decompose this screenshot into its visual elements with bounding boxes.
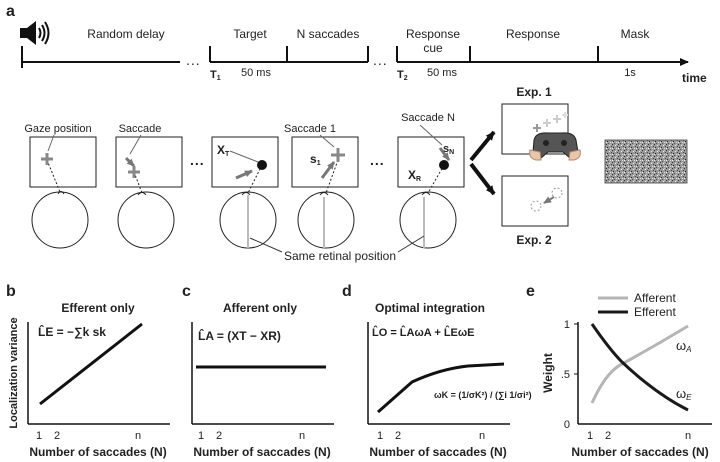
label-saccade: Saccade [119, 123, 162, 135]
label-omega-e: ωE [676, 386, 692, 402]
panel-e-letter: e [526, 283, 535, 300]
marker-t1: T1 [210, 69, 221, 82]
pointer-saccade-1 [319, 134, 335, 148]
panel-b-tick-n: n [135, 430, 141, 442]
panel-b-letter: b [6, 283, 16, 300]
phase-n-saccades: N saccades [297, 27, 360, 41]
panel-e-axes [574, 322, 712, 425]
scene-saccade-n [397, 136, 465, 249]
arrow-to-exp1 [469, 130, 496, 162]
mask-noise-image [604, 139, 688, 184]
label-exp2: Exp. 2 [516, 233, 552, 247]
pointer-saccade [129, 134, 142, 155]
panel-e-tick-2: 2 [605, 430, 611, 442]
scene-saccade [115, 136, 183, 249]
pointer-retinal-left [249, 237, 283, 253]
label-xt: XT [217, 143, 230, 158]
marker-t2: T2 [397, 69, 408, 82]
label-saccade-n: Saccade N [401, 112, 455, 124]
panel-e-xlabel: Number of saccades (N) [571, 445, 708, 459]
axis-time-label: time [682, 71, 707, 85]
gamepad-icon [529, 132, 581, 161]
legend-afferent-label: Afferent [634, 291, 676, 305]
pointer-retinal-right [397, 235, 425, 253]
panel-d-equation: L̂O = L̂AωA + L̂EωE [372, 326, 475, 339]
speaker-icon [20, 21, 50, 45]
phase-response-cue-line2: cue [423, 41, 443, 55]
pointer-gaze [47, 134, 55, 152]
duration-target: 50 ms [241, 67, 271, 79]
exp2-screen [501, 175, 569, 227]
phase-response: Response [506, 27, 560, 41]
panel-e-legend [598, 296, 628, 314]
panel-d-letter: d [342, 283, 352, 300]
panel-c-letter: c [182, 283, 191, 300]
panel-d-weight-equation: ωK = (1/σK²) / (∑i 1/σi²) [434, 390, 532, 400]
scene-target [211, 136, 279, 249]
phase-response-cue-line1: Response [406, 27, 460, 41]
scene-saccade-1 [291, 136, 359, 249]
scene-gaze [29, 136, 97, 249]
label-gaze-position: Gaze position [24, 123, 91, 135]
panel-b-axes [27, 322, 170, 425]
panel-e-ytick-1: 1 [564, 319, 570, 331]
label-sn: sN [443, 143, 454, 156]
phase-target: Target [233, 27, 267, 41]
panel-c-axes [191, 322, 334, 425]
label-saccade-1: Saccade 1 [284, 123, 336, 135]
arrow-to-exp2 [469, 162, 496, 196]
panel-a-letter: a [6, 3, 15, 20]
panel-e-ytick-0: 0 [564, 419, 570, 431]
label-exp1: Exp. 1 [516, 85, 552, 99]
panel-b-equation: L̂E = −∑k sk [38, 324, 106, 339]
panel-c-tick-2: 2 [216, 430, 222, 442]
panel-b-title: Efferent only [61, 301, 135, 315]
duration-cue: 50 ms [427, 67, 457, 79]
panel-c-xlabel: Number of saccades (N) [193, 445, 330, 459]
scene-ellipsis-2: ... [370, 152, 385, 168]
panel-e-tick-1: 1 [587, 430, 593, 442]
pointer-xt [229, 150, 259, 163]
legend-efferent-label: Efferent [634, 305, 676, 319]
phase-random-delay: Random delay [87, 27, 164, 41]
pointer-saccade-n [419, 124, 443, 146]
timeline-ellipsis-2: ... [373, 52, 388, 68]
panel-d-integration-curve [377, 362, 505, 414]
label-same-retinal-position: Same retinal position [284, 249, 396, 263]
timeline [21, 46, 689, 68]
panel-e-tick-n: n [685, 430, 691, 442]
panel-b-efferent-line [39, 322, 143, 406]
timeline-ellipsis-1: ... [186, 52, 201, 68]
label-omega-a: ωA [676, 338, 692, 354]
panel-e-afferent-curve [590, 324, 689, 404]
panel-d-tick-1: 1 [377, 430, 383, 442]
label-xr: XR [408, 168, 421, 183]
panel-b-xlabel: Number of saccades (N) [29, 445, 166, 459]
panel-c-title: Afferent only [223, 301, 297, 315]
panel-e-ytick-half: .5 [561, 369, 570, 381]
panel-b-tick-1: 1 [36, 430, 42, 442]
phase-mask: Mask [621, 27, 651, 41]
panel-d-tick-n: n [479, 430, 485, 442]
panel-e-ylabel: Weight [541, 353, 555, 393]
panel-d-xlabel: Number of saccades (N) [369, 445, 506, 459]
panel-d-axes [367, 322, 510, 425]
panel-c-equation: L̂A = (XT − XR) [198, 328, 281, 343]
label-s1: s1 [310, 152, 321, 167]
panel-c-tick-n: n [299, 430, 305, 442]
panel-d-title: Optimal integration [375, 301, 485, 315]
panel-b-tick-2: 2 [54, 430, 60, 442]
scene-ellipsis-1: ... [190, 152, 205, 168]
panel-b-ylabel: Localization variance [8, 317, 20, 428]
panel-d-tick-2: 2 [395, 430, 401, 442]
panel-c-tick-1: 1 [198, 430, 204, 442]
panel-e-efferent-curve [590, 323, 689, 412]
duration-mask: 1s [624, 67, 636, 79]
